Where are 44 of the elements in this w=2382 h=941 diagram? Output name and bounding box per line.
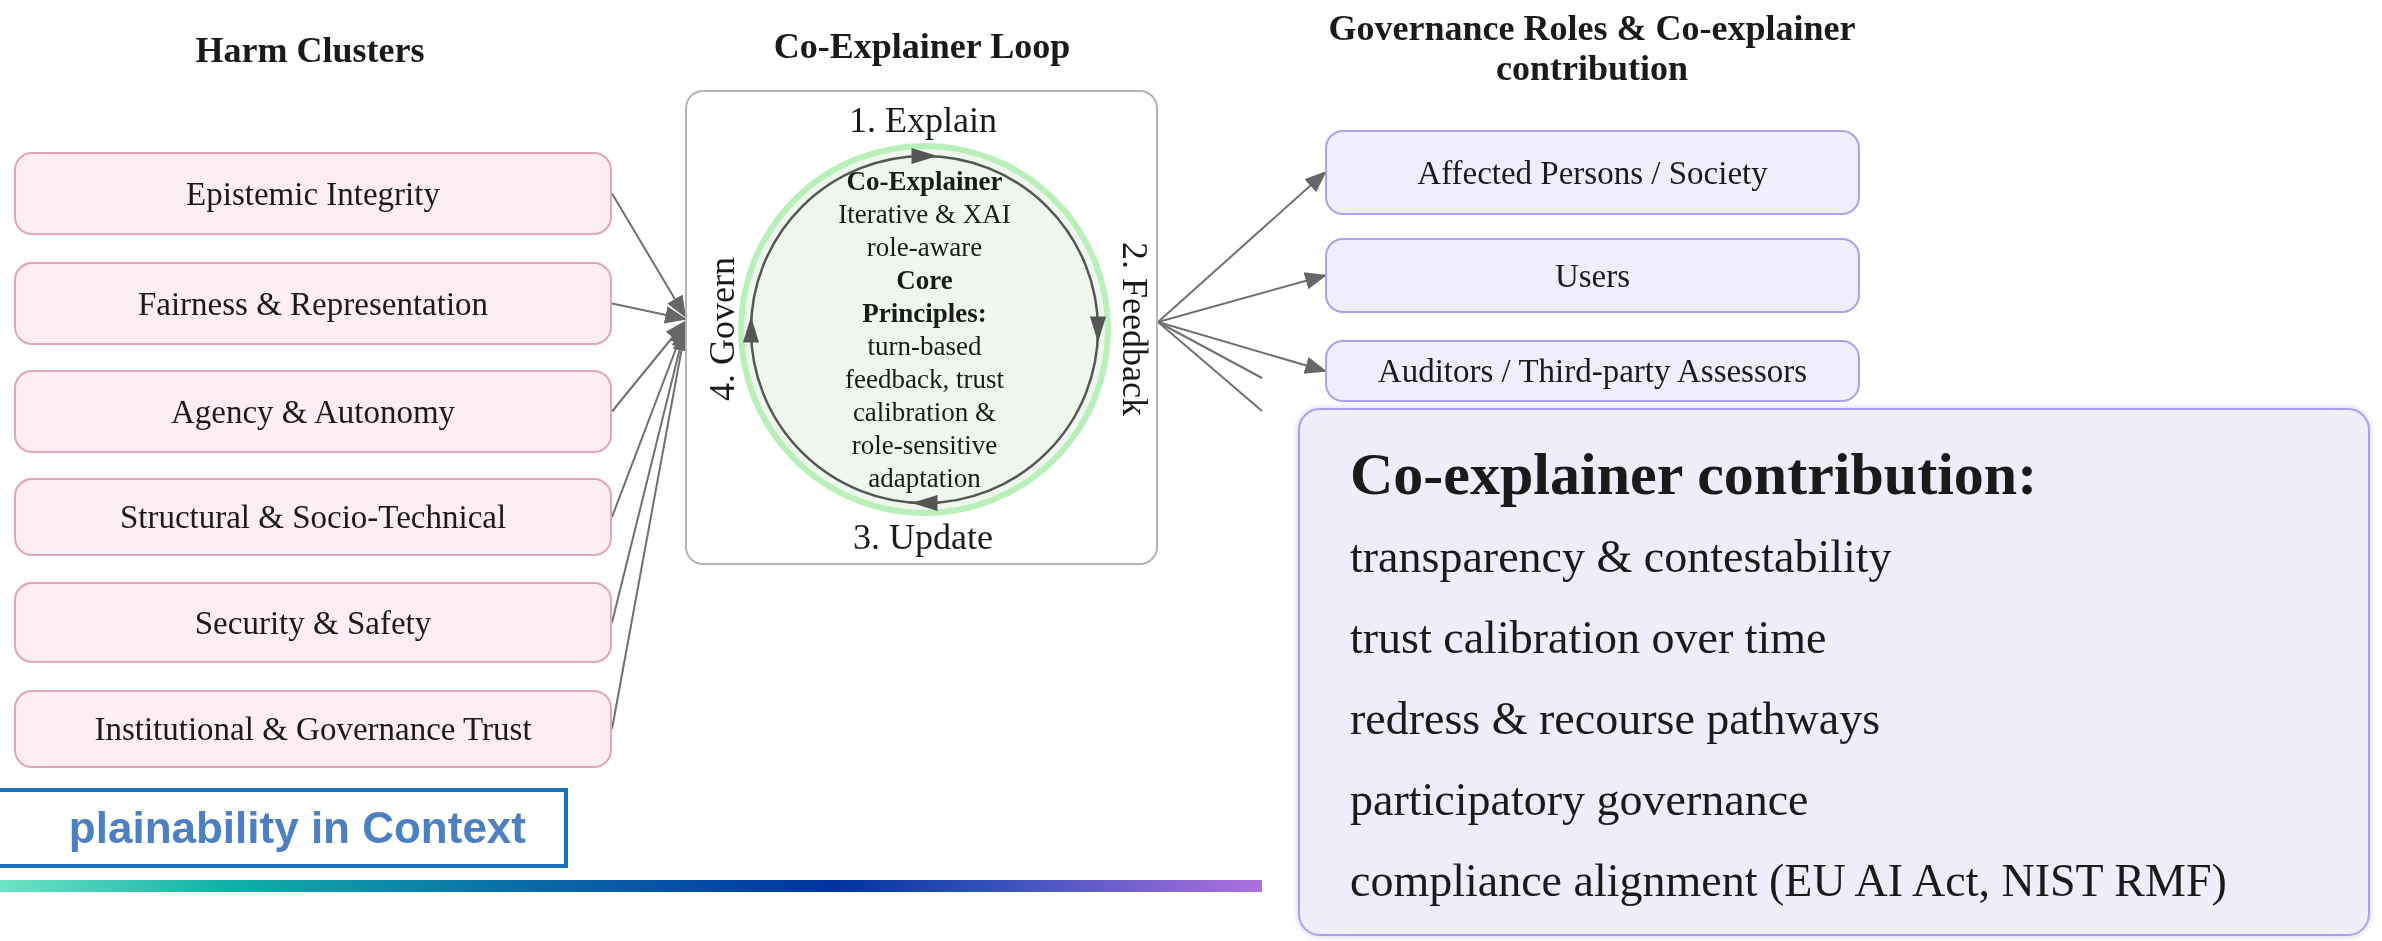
- arrow: [611, 192, 687, 318]
- column-heading: Harm Clusters: [194, 30, 426, 70]
- arrow: [611, 320, 687, 413]
- contribution-item: participatory governance: [1350, 773, 1810, 827]
- circle-text: turn-based feedback, trust calibration & role-sensitive adaptation: [844, 329, 1005, 495]
- section-title: plainability in Context: [67, 803, 527, 853]
- stage-label: 1. Explain: [849, 102, 997, 138]
- cluster-box: [14, 262, 612, 345]
- stage-label: 2. Feedback: [1117, 242, 1153, 416]
- role-box: [1325, 130, 1860, 215]
- role-label: Auditors / Third-party Assessors: [1376, 352, 1809, 390]
- circle-text: Iterative & XAI role-aware: [837, 197, 1012, 264]
- cluster-label: Structural & Socio-Technical: [118, 498, 508, 536]
- cluster-box: [14, 370, 612, 453]
- cluster-box: [14, 152, 612, 235]
- role-label: Affected Persons / Society: [1416, 154, 1769, 191]
- column-heading: Governance Roles & Co-explainer contribution: [1327, 8, 1857, 88]
- column-heading: Co-Explainer Loop: [772, 26, 1072, 66]
- cluster-label: Agency & Autonomy: [169, 393, 457, 430]
- contribution-item: compliance alignment (EU AI Act, NIST RMF): [1350, 854, 2228, 908]
- cluster-label: Fairness & Representation: [136, 285, 490, 322]
- stage-label: 3. Update: [853, 519, 993, 555]
- section-tab: [0, 788, 568, 868]
- role-box: [1325, 238, 1860, 313]
- cluster-box: [14, 478, 612, 556]
- contribution-item: trust calibration over time: [1350, 611, 1828, 665]
- panel-heading: Co-explainer contribution:: [1350, 440, 2039, 509]
- circle-heading: Co-Explainer: [845, 164, 1004, 198]
- circle-heading: Core Principles:: [861, 263, 988, 330]
- connector-line: [1157, 321, 1263, 379]
- role-label: Users: [1553, 257, 1632, 294]
- cluster-label: Epistemic Integrity: [185, 175, 441, 212]
- cluster-box: [14, 582, 612, 663]
- cluster-label: Security & Safety: [193, 604, 433, 641]
- cluster-box: [14, 690, 612, 768]
- arrow: [1157, 171, 1327, 323]
- role-box: [1325, 340, 1860, 402]
- contribution-panel: [1298, 408, 2370, 936]
- contribution-item: redress & recourse pathways: [1350, 692, 1882, 746]
- loop-panel: [685, 90, 1158, 565]
- contribution-item: transparency & contestability: [1350, 530, 1893, 584]
- cluster-label: Institutional & Governance Trust: [93, 710, 533, 748]
- stage-label: 4. Govern: [704, 257, 740, 401]
- connector-line: [1157, 321, 1263, 412]
